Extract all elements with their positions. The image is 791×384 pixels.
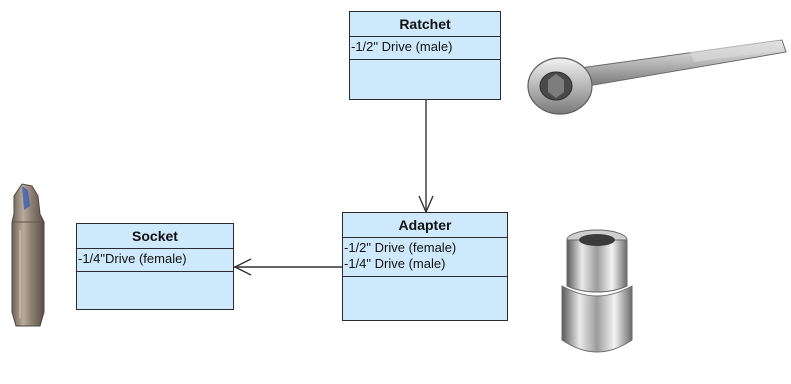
arrow-adapter-to-socket (233, 258, 342, 276)
class-adapter-attribute: -1/4" Drive (male) (344, 256, 446, 271)
class-adapter-attribute: -1/2" Drive (female) (344, 240, 457, 255)
class-ratchet-attributes: -1/2" Drive (male) (350, 37, 500, 60)
image-layer (11, 39, 787, 353)
class-ratchet-name: Ratchet (350, 12, 500, 37)
connector-layer (233, 100, 434, 276)
class-socket-attributes: -1/4"Drive (female) (77, 249, 233, 272)
class-adapter-name: Adapter (343, 213, 507, 238)
uml-diagram: Ratchet -1/2" Drive (male) Adapter -1/2"… (11, 11, 787, 353)
ratchet-wrench-image (527, 39, 787, 115)
class-ratchet-attribute: -1/2" Drive (male) (351, 39, 453, 54)
class-ratchet: Ratchet -1/2" Drive (male) (349, 11, 501, 100)
screwdriver-bit-image (11, 183, 45, 327)
class-adapter: Adapter -1/2" Drive (female) -1/4" Drive… (342, 212, 508, 321)
class-adapter-attributes: -1/2" Drive (female) -1/4" Drive (male) (343, 238, 507, 277)
class-socket: Socket -1/4"Drive (female) (76, 223, 234, 310)
class-socket-attribute: -1/4"Drive (female) (78, 251, 187, 266)
class-socket-name: Socket (77, 224, 233, 249)
chrome-socket-image (561, 229, 633, 353)
